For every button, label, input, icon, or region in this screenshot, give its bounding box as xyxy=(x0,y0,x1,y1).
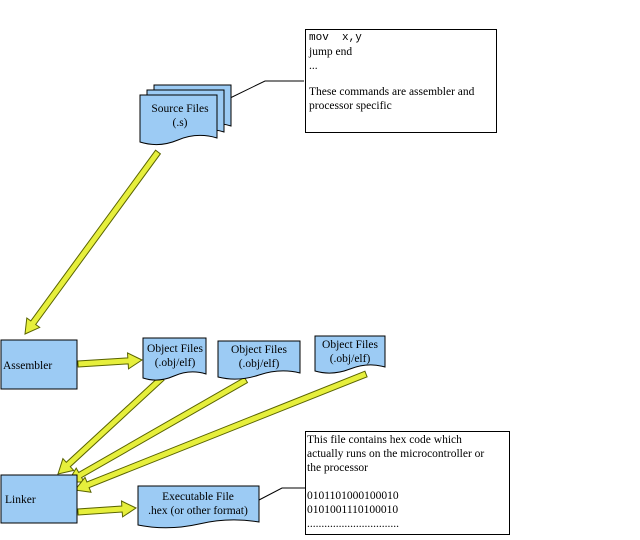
source-files-page-front xyxy=(139,94,218,146)
arrow-assembler-to-object-files xyxy=(77,352,144,370)
object-files-extension-2: (.obj/elf) xyxy=(239,358,280,370)
source-note-description-1: These commands are assembler and xyxy=(309,86,475,98)
source-files-node: Source Files (.s) xyxy=(139,84,232,146)
source-note-connector xyxy=(225,80,304,101)
linker-label: Linker xyxy=(5,494,36,506)
source-files-extension: (.s) xyxy=(172,117,187,129)
assembler-label: Assembler xyxy=(3,360,52,372)
object-files-document-3 xyxy=(314,335,386,374)
object-files-extension-1: (.obj/elf) xyxy=(155,357,196,369)
arrow-object-files-3-to-linker xyxy=(74,370,368,493)
hex-code-line-2: 0101001110100010 xyxy=(307,504,399,516)
source-code-line-1: mov x,y xyxy=(309,32,362,44)
executable-file-label: Executable File xyxy=(162,491,234,503)
arrow-object-files-1-to-linker xyxy=(57,375,165,475)
object-files-node-3: Object Files (.obj/elf) xyxy=(314,335,386,374)
object-files-document-2 xyxy=(217,340,301,380)
linker-node: Linker xyxy=(0,474,78,524)
executable-note-description-2: actually runs on the microcontroller or xyxy=(307,448,485,460)
object-files-label-3: Object Files xyxy=(322,339,378,351)
source-files-label: Source Files xyxy=(151,103,209,115)
source-code-line-3: ... xyxy=(309,60,318,72)
executable-note-description-1: This file contains hex code which xyxy=(307,434,462,446)
assembler-box xyxy=(0,339,78,390)
object-files-document-1 xyxy=(142,337,207,381)
executable-file-extension: .hex (or other format) xyxy=(148,505,248,517)
linker-box xyxy=(0,474,78,524)
object-files-node-1: Object Files (.obj/elf) xyxy=(142,337,207,381)
executable-note-description-3: the processor xyxy=(307,462,368,474)
object-files-label-2: Object Files xyxy=(231,344,287,356)
executable-code-note: This file contains hex code which actual… xyxy=(305,431,510,535)
arrow-linker-to-executable xyxy=(77,500,138,518)
assembler-node: Assembler xyxy=(0,339,78,390)
hex-code-line-3: ................................ xyxy=(307,518,399,530)
arrow-source-to-assembler xyxy=(24,149,162,335)
executable-file-document xyxy=(137,485,260,529)
source-note-description-2: processor specific xyxy=(309,100,392,112)
executable-file-node: Executable File .hex (or other format) xyxy=(137,485,260,529)
object-files-extension-3: (.obj/elf) xyxy=(330,353,371,365)
object-files-node-2: Object Files (.obj/elf) xyxy=(217,340,301,380)
executable-note-connector xyxy=(258,487,306,501)
source-code-line-2: jump end xyxy=(309,46,353,58)
object-files-label-1: Object Files xyxy=(147,343,203,355)
flow-arrows xyxy=(24,149,368,518)
hex-code-line-1: 0101101000100010 xyxy=(307,490,399,502)
source-code-note: mov x,y jump end ... These commands are … xyxy=(305,29,497,133)
